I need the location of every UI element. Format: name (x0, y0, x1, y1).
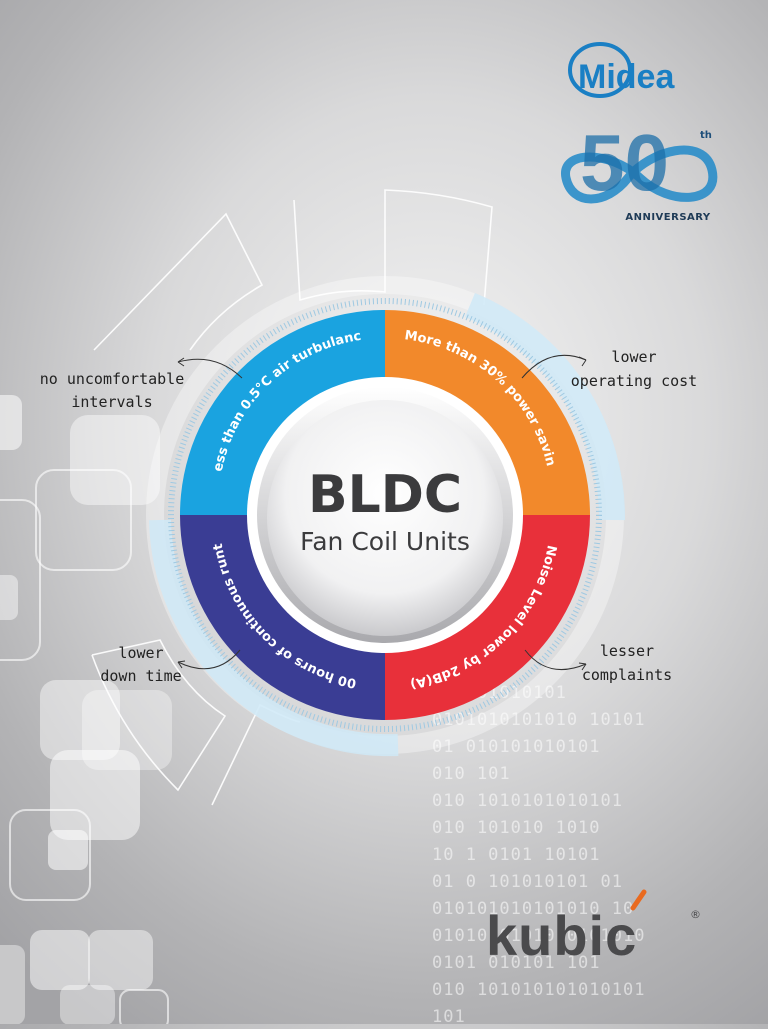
callout-top-right: lower operating cost (521, 348, 697, 390)
callout-top-left-line2: intervals (71, 393, 152, 411)
center-title: BLDC (308, 465, 462, 525)
binary-line: 10 1 0101 10101 (432, 845, 601, 865)
anniversary-label: ANNIVERSARY (625, 212, 711, 223)
center-disc (267, 400, 503, 636)
binary-line: 0101010101010 10101 (432, 710, 645, 730)
binary-line: 010 1010101010101 (432, 791, 623, 811)
quadrant-ring (180, 310, 590, 720)
halo-arc-bottom-left (149, 519, 399, 757)
binary-line: 010 101010 1010 (432, 818, 601, 838)
segment-air-turbulence (180, 310, 385, 515)
callout-bottom-right: lesser complaints (524, 642, 672, 684)
callout-bottom-left-arrow (177, 649, 241, 670)
callout-top-right-line1: lower (611, 348, 656, 366)
halo-arc-top-right (464, 292, 626, 521)
infinity-swoosh-icon (561, 145, 718, 204)
binary-line: 010 101 (432, 764, 511, 784)
segment-power-saving (385, 310, 590, 515)
kubic-accent-icon (630, 889, 647, 911)
binary-line: 01 010101010101 (432, 737, 601, 757)
callout-top-left-arrow (177, 358, 243, 379)
binary-line: 101 (432, 1007, 466, 1024)
midea-wordmark: Midea (578, 58, 675, 96)
binary-line: 0101 010101 101 (432, 953, 601, 973)
segment-runtime (180, 515, 385, 720)
kubic-registered: ® (690, 908, 701, 921)
binary-line: 010 101010101010101 (432, 980, 645, 1000)
binary-line: 0101010101010101010 (432, 926, 645, 946)
callout-bottom-right-arrow (524, 649, 587, 671)
callout-bottom-left-line2: down time (100, 667, 181, 685)
callout-bottom-right-line2: complaints (582, 666, 672, 684)
anniversary-number: 50 (580, 118, 669, 207)
kubic-logo: kubic ® (486, 889, 701, 967)
callout-top-right-line2: operating cost (571, 372, 697, 390)
tick-ring (168, 298, 602, 732)
callout-top-left-line1: no uncomfortable (40, 370, 185, 388)
callout-bottom-left-line1: lower (118, 644, 163, 662)
callout-bottom-right-line1: lesser (600, 642, 654, 660)
midea-swirl-icon (568, 42, 632, 98)
callout-top-left: no uncomfortable intervals (40, 357, 243, 411)
kubic-wordmark: kubic (486, 904, 637, 967)
decorative-squares (0, 395, 172, 1029)
binary-line: 01 0 101010101 01 (432, 872, 623, 892)
segment-noise-level (385, 515, 590, 720)
anniversary-badge: 50 th ANNIVERSARY (561, 118, 718, 223)
midea-logo: Midea (568, 42, 675, 98)
binary-line: 010101010101010 10 (432, 899, 634, 919)
anniversary-suffix: th (700, 130, 712, 141)
callout-bottom-left: lower down time (100, 644, 241, 685)
center-subtitle: Fan Coil Units (300, 527, 470, 556)
